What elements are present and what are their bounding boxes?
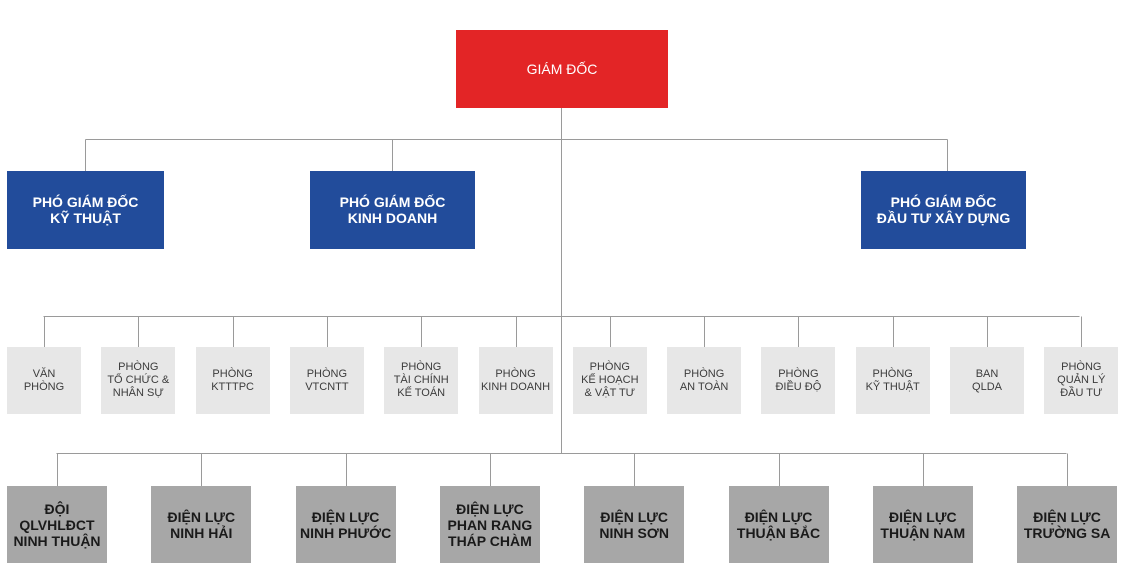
deputy-business-box: PHÓ GIÁM ĐỐC KINH DOANH — [310, 171, 475, 249]
unit-doi-qlvhldct: ĐỘI QLVHLĐCT NINH THUẬN — [7, 486, 107, 563]
dept-vt-cntt: PHÒNG VTCNTT — [289, 347, 364, 414]
unit-truong-sa: ĐIỆN LỰC TRƯỜNG SA — [1017, 486, 1118, 563]
unit-ninh-son: ĐIỆN LỰC NINH SƠN — [584, 486, 685, 563]
dept-ke-hoach-vat-tu: PHÒNG KẾ HOẠCH & VẬT TƯ — [572, 347, 647, 414]
unit-thuan-nam: ĐIỆN LỰC THUẬN NAM — [872, 486, 973, 563]
unit-phan-rang-thap-cham: ĐIỆN LỰC PHAN RANG THÁP CHÀM — [439, 486, 540, 563]
dept-ban-qlda: BAN QLDA — [950, 347, 1024, 414]
dept-quan-ly-dau-tu: PHÒNG QUẢN LÝ ĐẦU TƯ — [1044, 347, 1119, 414]
dept-an-toan: PHÒNG AN TOÀN — [667, 347, 742, 414]
dept-van-phong: VĂN PHÒNG — [7, 347, 81, 414]
dept-kttt-pc: PHÒNG KTTTPC — [195, 347, 270, 414]
dept-tai-chinh-ke-toan: PHÒNG TÀI CHÍNH KẾ TOÁN — [384, 347, 459, 414]
unit-ninh-phuoc: ĐIỆN LỰC NINH PHƯỚC — [295, 486, 396, 563]
dept-to-chuc-nhan-su: PHÒNG TỔ CHỨC & NHÂN SỰ — [101, 347, 176, 414]
dept-ky-thuat: PHÒNG KỸ THUẬT — [855, 347, 930, 414]
unit-ninh-hai: ĐIỆN LỰC NINH HẢI — [151, 486, 252, 563]
deputy-technical-box: PHÓ GIÁM ĐỐC KỸ THUẬT — [7, 171, 164, 249]
director-box: GIÁM ĐỐC — [456, 30, 668, 108]
dept-dieu-do: PHÒNG ĐIỀU ĐỘ — [761, 347, 836, 414]
dept-kinh-doanh: PHÒNG KINH DOANH — [478, 347, 553, 414]
deputy-construction-box: PHÓ GIÁM ĐỐC ĐẦU TƯ XÂY DỰNG — [861, 171, 1026, 249]
unit-thuan-bac: ĐIỆN LỰC THUẬN BẮC — [728, 486, 829, 563]
